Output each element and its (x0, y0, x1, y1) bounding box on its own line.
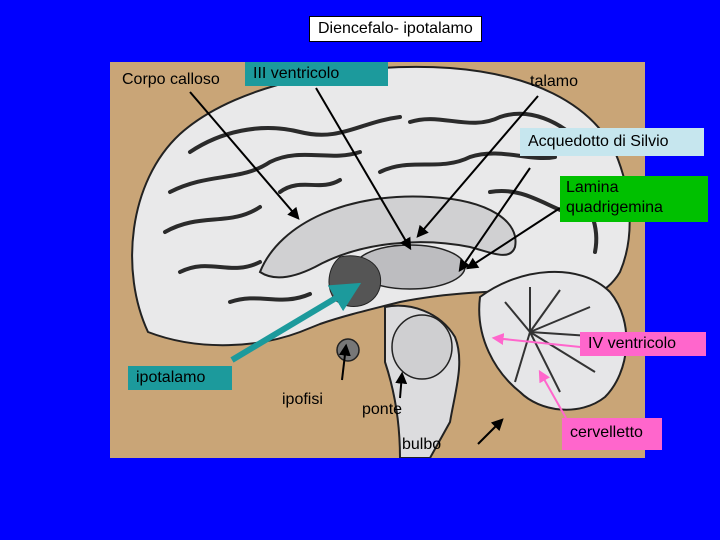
arrow-ipofisi (338, 343, 351, 381)
label-cervelletto: cervelletto (562, 418, 662, 450)
arrow-acquedotto (458, 167, 531, 272)
label-ipotalamo: ipotalamo (128, 366, 232, 390)
arrow-ponte (395, 371, 408, 399)
arrow-quarto-ventricolo (491, 333, 591, 349)
arrow-talamo (416, 95, 539, 238)
arrow-lamina (465, 207, 561, 270)
title-label: Diencefalo- ipotalamo (309, 16, 482, 42)
arrow-bulbo (477, 418, 504, 445)
label-lamina-quadrigemina: Lamina quadrigemina (560, 176, 708, 222)
label-lamina-line1: Lamina (566, 179, 619, 196)
label-quarto-ventricolo: IV ventricolo (580, 332, 706, 356)
arrow-ipotalamo (230, 282, 362, 363)
label-corpo-calloso: Corpo calloso (122, 71, 220, 88)
arrow-cervelletto (538, 369, 567, 419)
label-acquedotto-silvio: Acquedotto di Silvio (520, 128, 704, 156)
label-ipofisi: ipofisi (282, 391, 323, 408)
label-bulbo: bulbo (402, 436, 442, 453)
label-talamo: talamo (530, 73, 579, 90)
label-lamina-line2: quadrigemina (566, 199, 663, 216)
corpus-callosum-shape (258, 195, 517, 279)
label-terzo-ventricolo: III ventricolo (245, 62, 388, 86)
pons-shape (391, 314, 453, 380)
label-ponte: ponte (362, 401, 403, 418)
arrow-terzo-ventricolo (315, 87, 412, 251)
arrow-corpo-calloso (189, 91, 300, 220)
